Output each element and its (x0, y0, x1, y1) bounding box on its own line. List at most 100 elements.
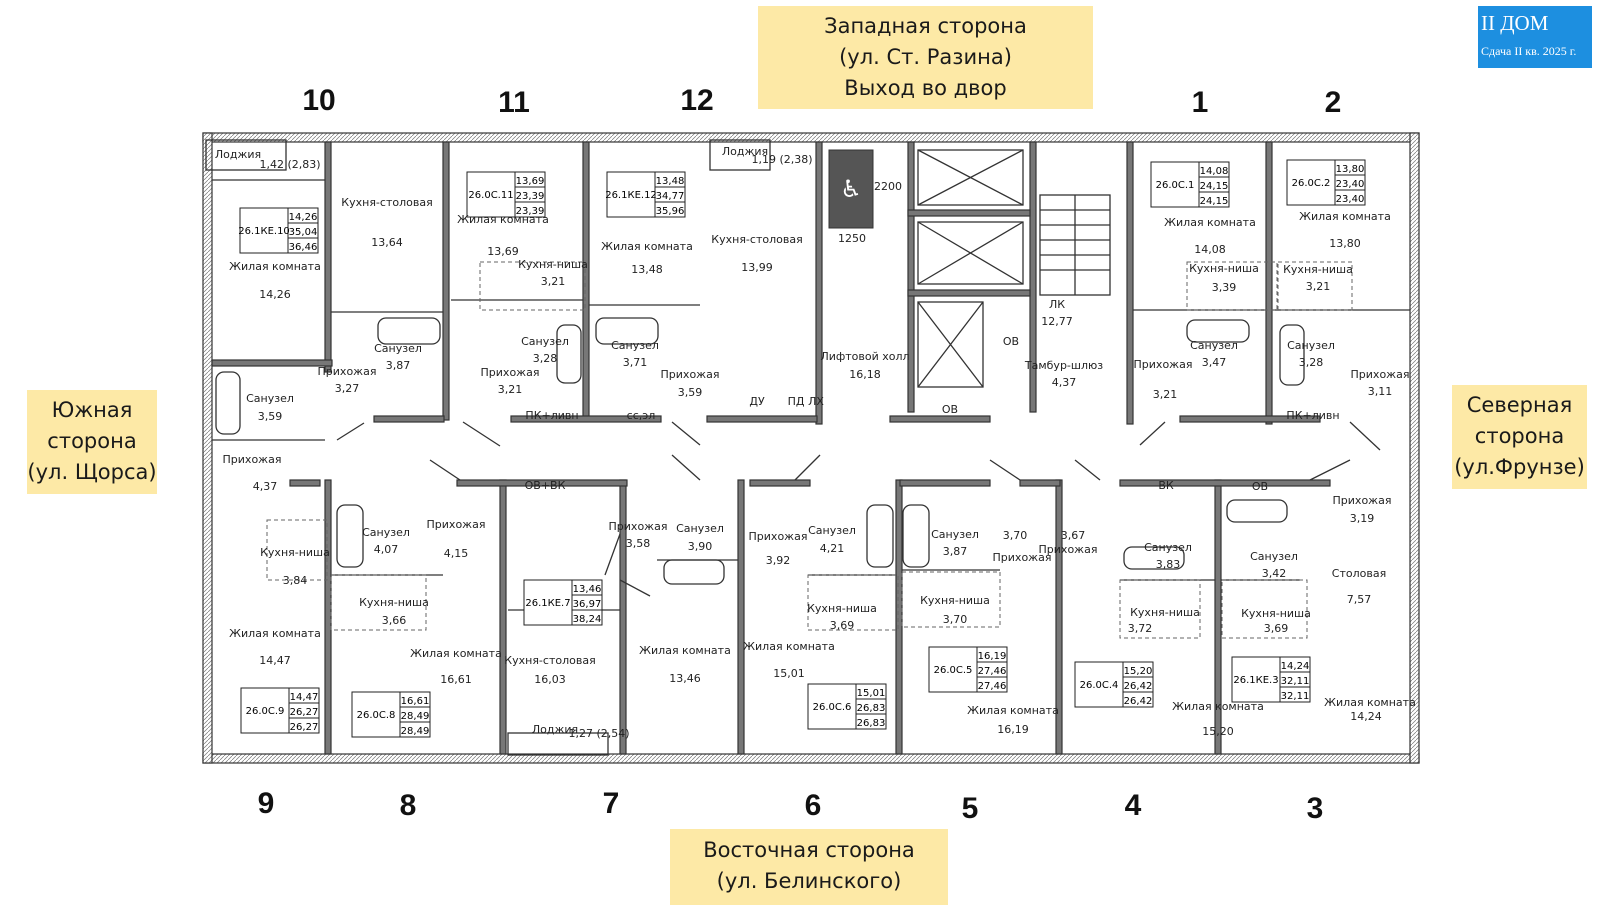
room-label: Лоджия (215, 148, 261, 161)
room-label: Прихожая (318, 365, 377, 378)
area-value: 28,49 (401, 711, 430, 722)
room-label: ОВ (1252, 480, 1268, 493)
outer-walls (202, 132, 1420, 764)
apartment-number-7: 7 (602, 787, 620, 820)
room-label: Прихожая (749, 530, 808, 543)
area-value: 27,46 (978, 666, 1007, 677)
north-side-line-2: сторона (1474, 424, 1565, 448)
area-value: 35,96 (656, 206, 685, 217)
dashed-zones (266, 261, 1353, 639)
room-label: Кухня-ниша (1283, 263, 1353, 276)
room-label: ЛХ (808, 395, 824, 408)
room-label: 3,11 (1368, 385, 1393, 398)
apartment-code: 26.0С.6 (813, 702, 852, 713)
room-label: Прихожая (609, 520, 668, 533)
area-value: 24,15 (1200, 196, 1229, 207)
apartment-code-box: 26.0С.1 14,08 24,15 24,15 (1150, 161, 1230, 208)
room-label: Санузел (1190, 339, 1238, 352)
room-label: 3,69 (830, 619, 855, 632)
room-label: Прихожая (1134, 358, 1193, 371)
room-label: Лоджия (532, 723, 578, 736)
area-value: 16,61 (401, 696, 430, 707)
room-label: Жилая комната (1172, 700, 1264, 713)
area-value: 36,46 (289, 242, 318, 253)
code-box-frame (523, 579, 603, 626)
area-value: 32,11 (1281, 691, 1310, 702)
room-label: 4,07 (374, 543, 399, 556)
area-value: 26,42 (1124, 681, 1153, 692)
room-label: 3,19 (1350, 512, 1375, 525)
room-label: Жилая комната (410, 647, 502, 660)
south-side-label: Южная сторона (ул. Щорса) (27, 390, 157, 494)
room-label: 3,28 (1299, 356, 1324, 369)
area-value: 35,04 (289, 227, 318, 238)
east-side-label: Восточная сторона (ул. Белинского) (670, 829, 948, 905)
room-label: Санузел (362, 526, 410, 539)
room-label: 1,42 (2,83) (259, 158, 320, 171)
room-label: 14,08 (1194, 243, 1226, 256)
apartment-number-1: 1 (1191, 86, 1209, 119)
room-label: Прихожая (661, 368, 720, 381)
area-value: 26,27 (290, 722, 319, 733)
apartment-number-8: 8 (399, 789, 417, 822)
room-label: 14,26 (259, 288, 291, 301)
room-label: 3,39 (1212, 281, 1237, 294)
area-value: 26,27 (290, 707, 319, 718)
room-label: Кухня-столовая (504, 654, 595, 667)
apartment-number-4: 4 (1124, 789, 1142, 822)
area-value: 15,20 (1124, 666, 1153, 677)
apartment-number-2: 2 (1324, 86, 1342, 119)
south-side-line-1: Южная (51, 398, 133, 422)
area-value: 13,48 (656, 176, 685, 187)
room-label: 3,69 (1264, 622, 1289, 635)
room-label: Кухня-ниша (260, 546, 330, 559)
room-label: 13,69 (487, 245, 519, 258)
apartment-number-5: 5 (961, 792, 979, 825)
area-value: 24,15 (1200, 181, 1229, 192)
room-label: 3,21 (541, 275, 566, 288)
apartment-number-11: 11 (498, 86, 530, 119)
room-label: Жилая комната (1324, 696, 1416, 709)
room-label: Прихожая (1351, 368, 1410, 381)
west-side-line-1: Западная сторона (824, 14, 1027, 38)
apartment-code: 26.1КЕ.7 (525, 598, 570, 609)
code-box-frame (807, 683, 887, 730)
room-label: Жилая комната (639, 644, 731, 657)
room-label: Прихожая (427, 518, 486, 531)
room-label: Жилая комната (229, 260, 321, 273)
room-label: ПК+ливн (1286, 409, 1339, 422)
room-label: Санузел (1144, 541, 1192, 554)
apartment-code: 26.1КЕ.10 (238, 226, 290, 237)
room-label: 4,37 (253, 480, 278, 493)
room-label: 13,46 (669, 672, 701, 685)
room-label: Лифтовой холл (820, 350, 909, 363)
area-value: 13,46 (573, 584, 602, 595)
room-label: Санузел (374, 342, 422, 355)
room-label: 2200 (874, 180, 902, 193)
room-label: 3,87 (386, 359, 411, 372)
room-label: 16,61 (440, 673, 472, 686)
accessible-lift-block: ♿ (828, 149, 874, 229)
room-label: 3,84 (283, 574, 308, 587)
room-label: 3,70 (1003, 529, 1028, 542)
room-label: Прихожая (481, 366, 540, 379)
area-value: 32,11 (1281, 676, 1310, 687)
room-label: ВК (1158, 479, 1174, 492)
room-label: 13,64 (371, 236, 403, 249)
room-label: 16,03 (534, 673, 566, 686)
room-label: 14,24 (1350, 710, 1382, 723)
room-label: Столовая (1332, 567, 1386, 580)
room-label: 3,87 (943, 545, 968, 558)
room-label: 13,48 (631, 263, 663, 276)
area-value: 14,08 (1200, 166, 1229, 177)
room-label: Прихожая (1333, 494, 1392, 507)
room-label: Жилая комната (967, 704, 1059, 717)
room-label: 15,20 (1202, 725, 1234, 738)
area-value: 34,77 (656, 191, 685, 202)
apartment-code: 26.0С.1 (1156, 180, 1195, 191)
